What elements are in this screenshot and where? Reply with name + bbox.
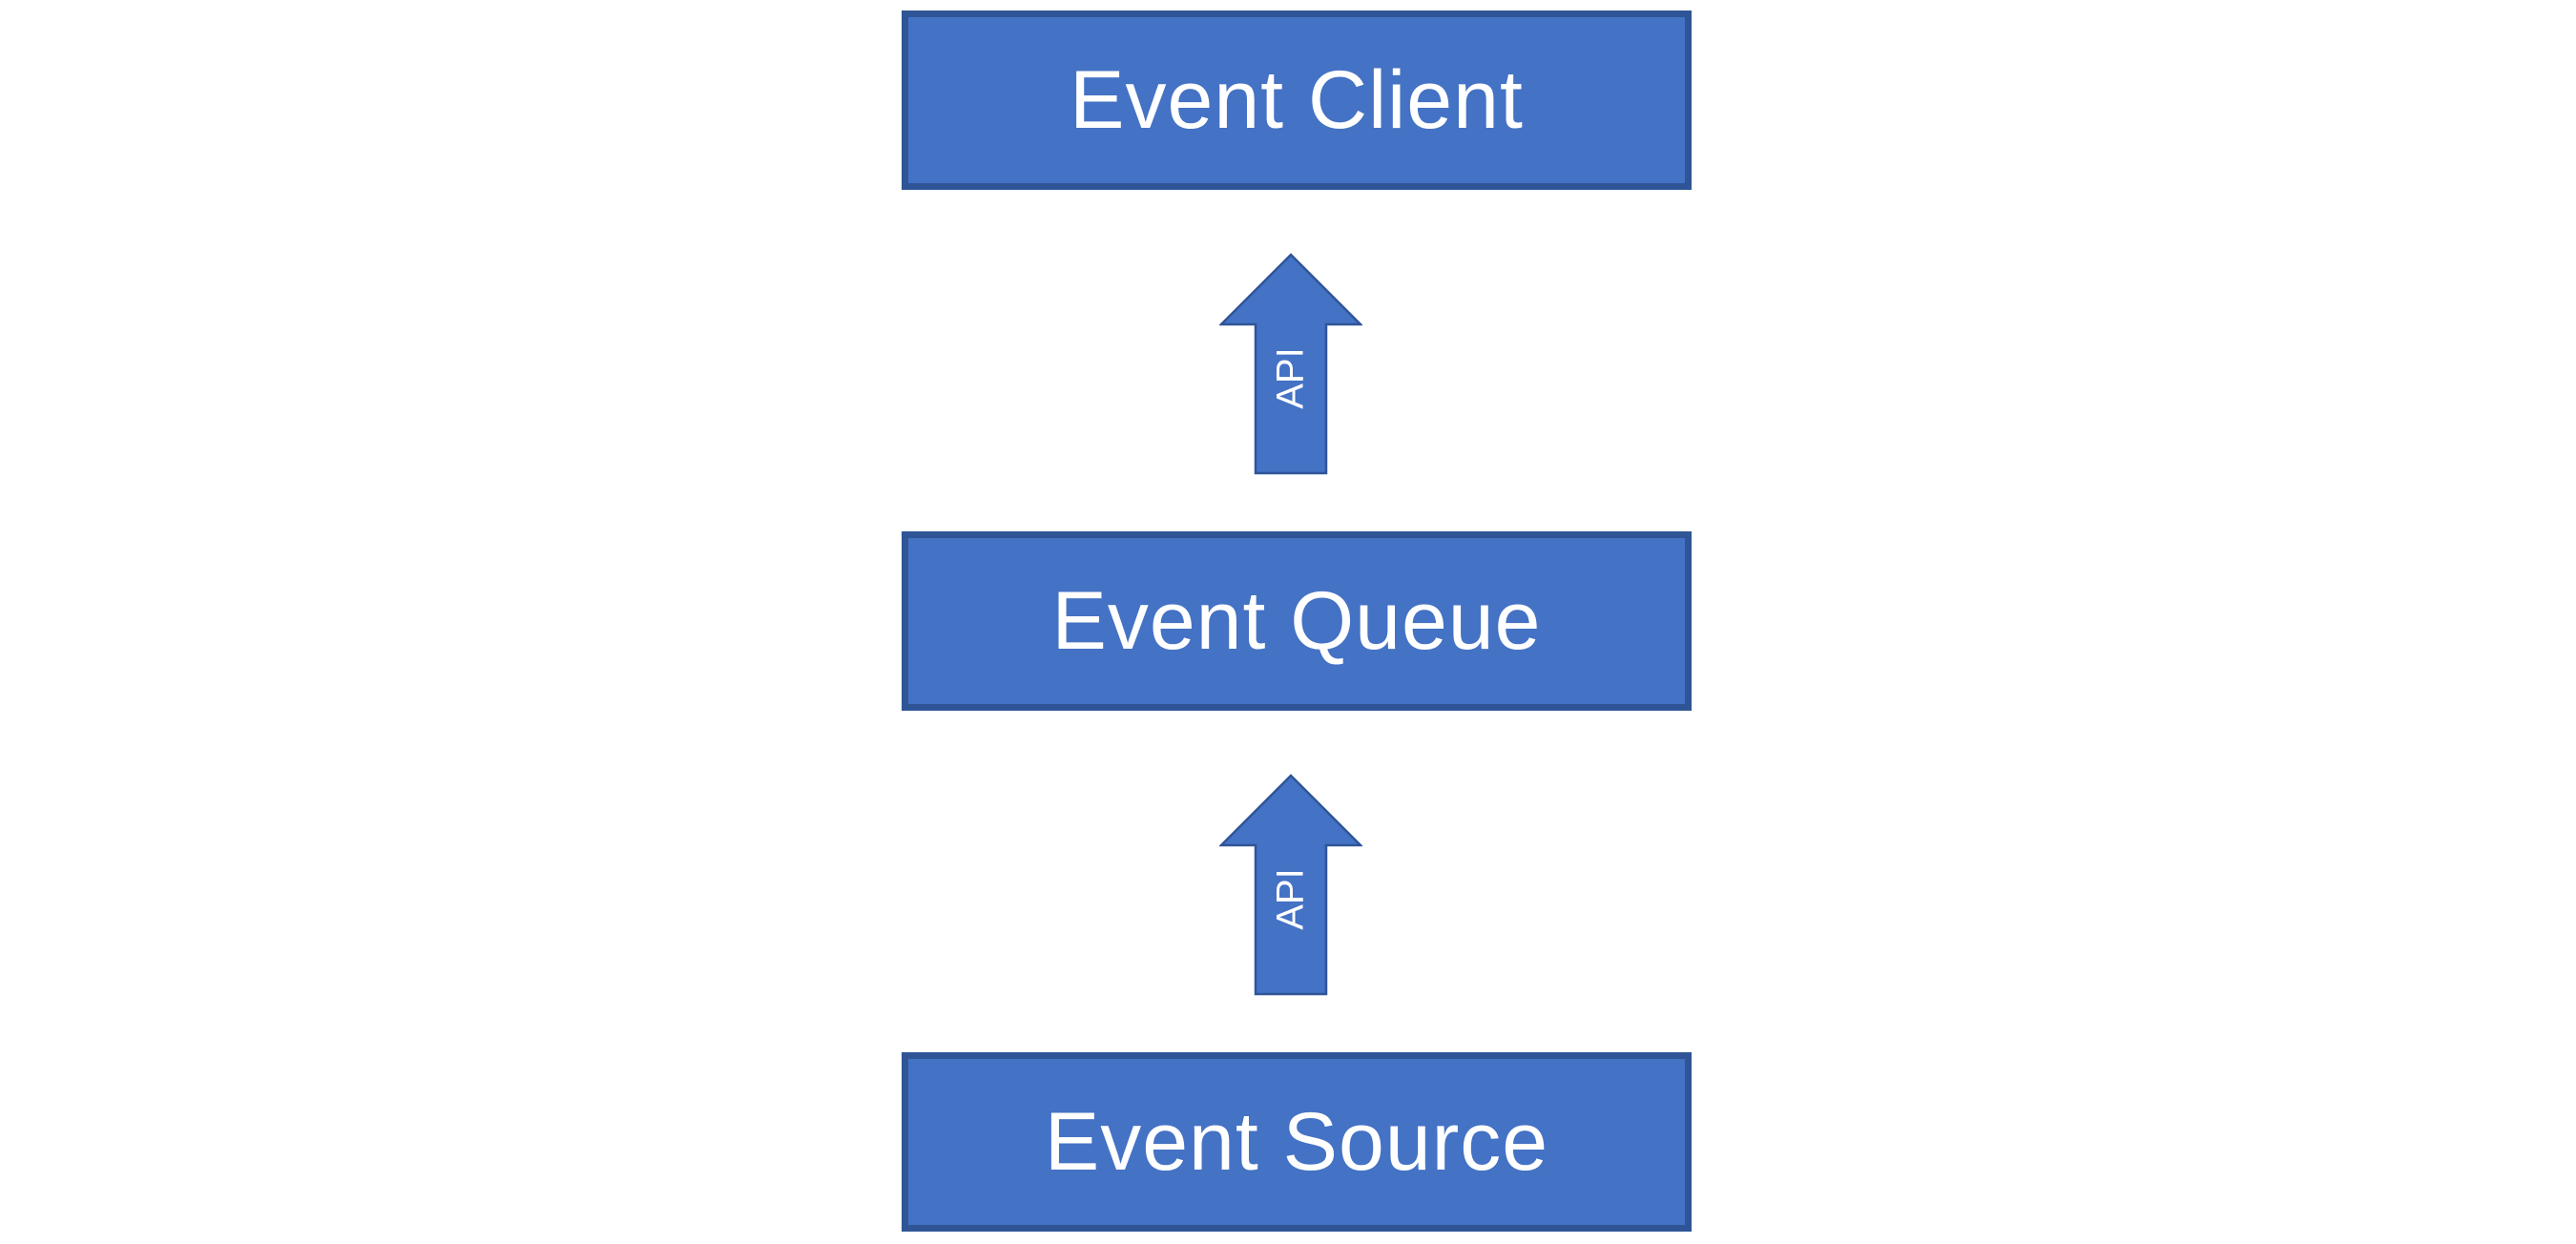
event-source-box: Event Source xyxy=(902,1052,1692,1232)
event-queue-label: Event Queue xyxy=(1051,574,1542,667)
event-source-label: Event Source xyxy=(1044,1095,1549,1188)
event-queue-box: Event Queue xyxy=(902,531,1692,711)
up-arrow-icon xyxy=(1219,253,1362,475)
up-arrow-icon xyxy=(1219,774,1362,996)
event-client-box: Event Client xyxy=(902,10,1692,190)
event-client-label: Event Client xyxy=(1070,53,1524,146)
